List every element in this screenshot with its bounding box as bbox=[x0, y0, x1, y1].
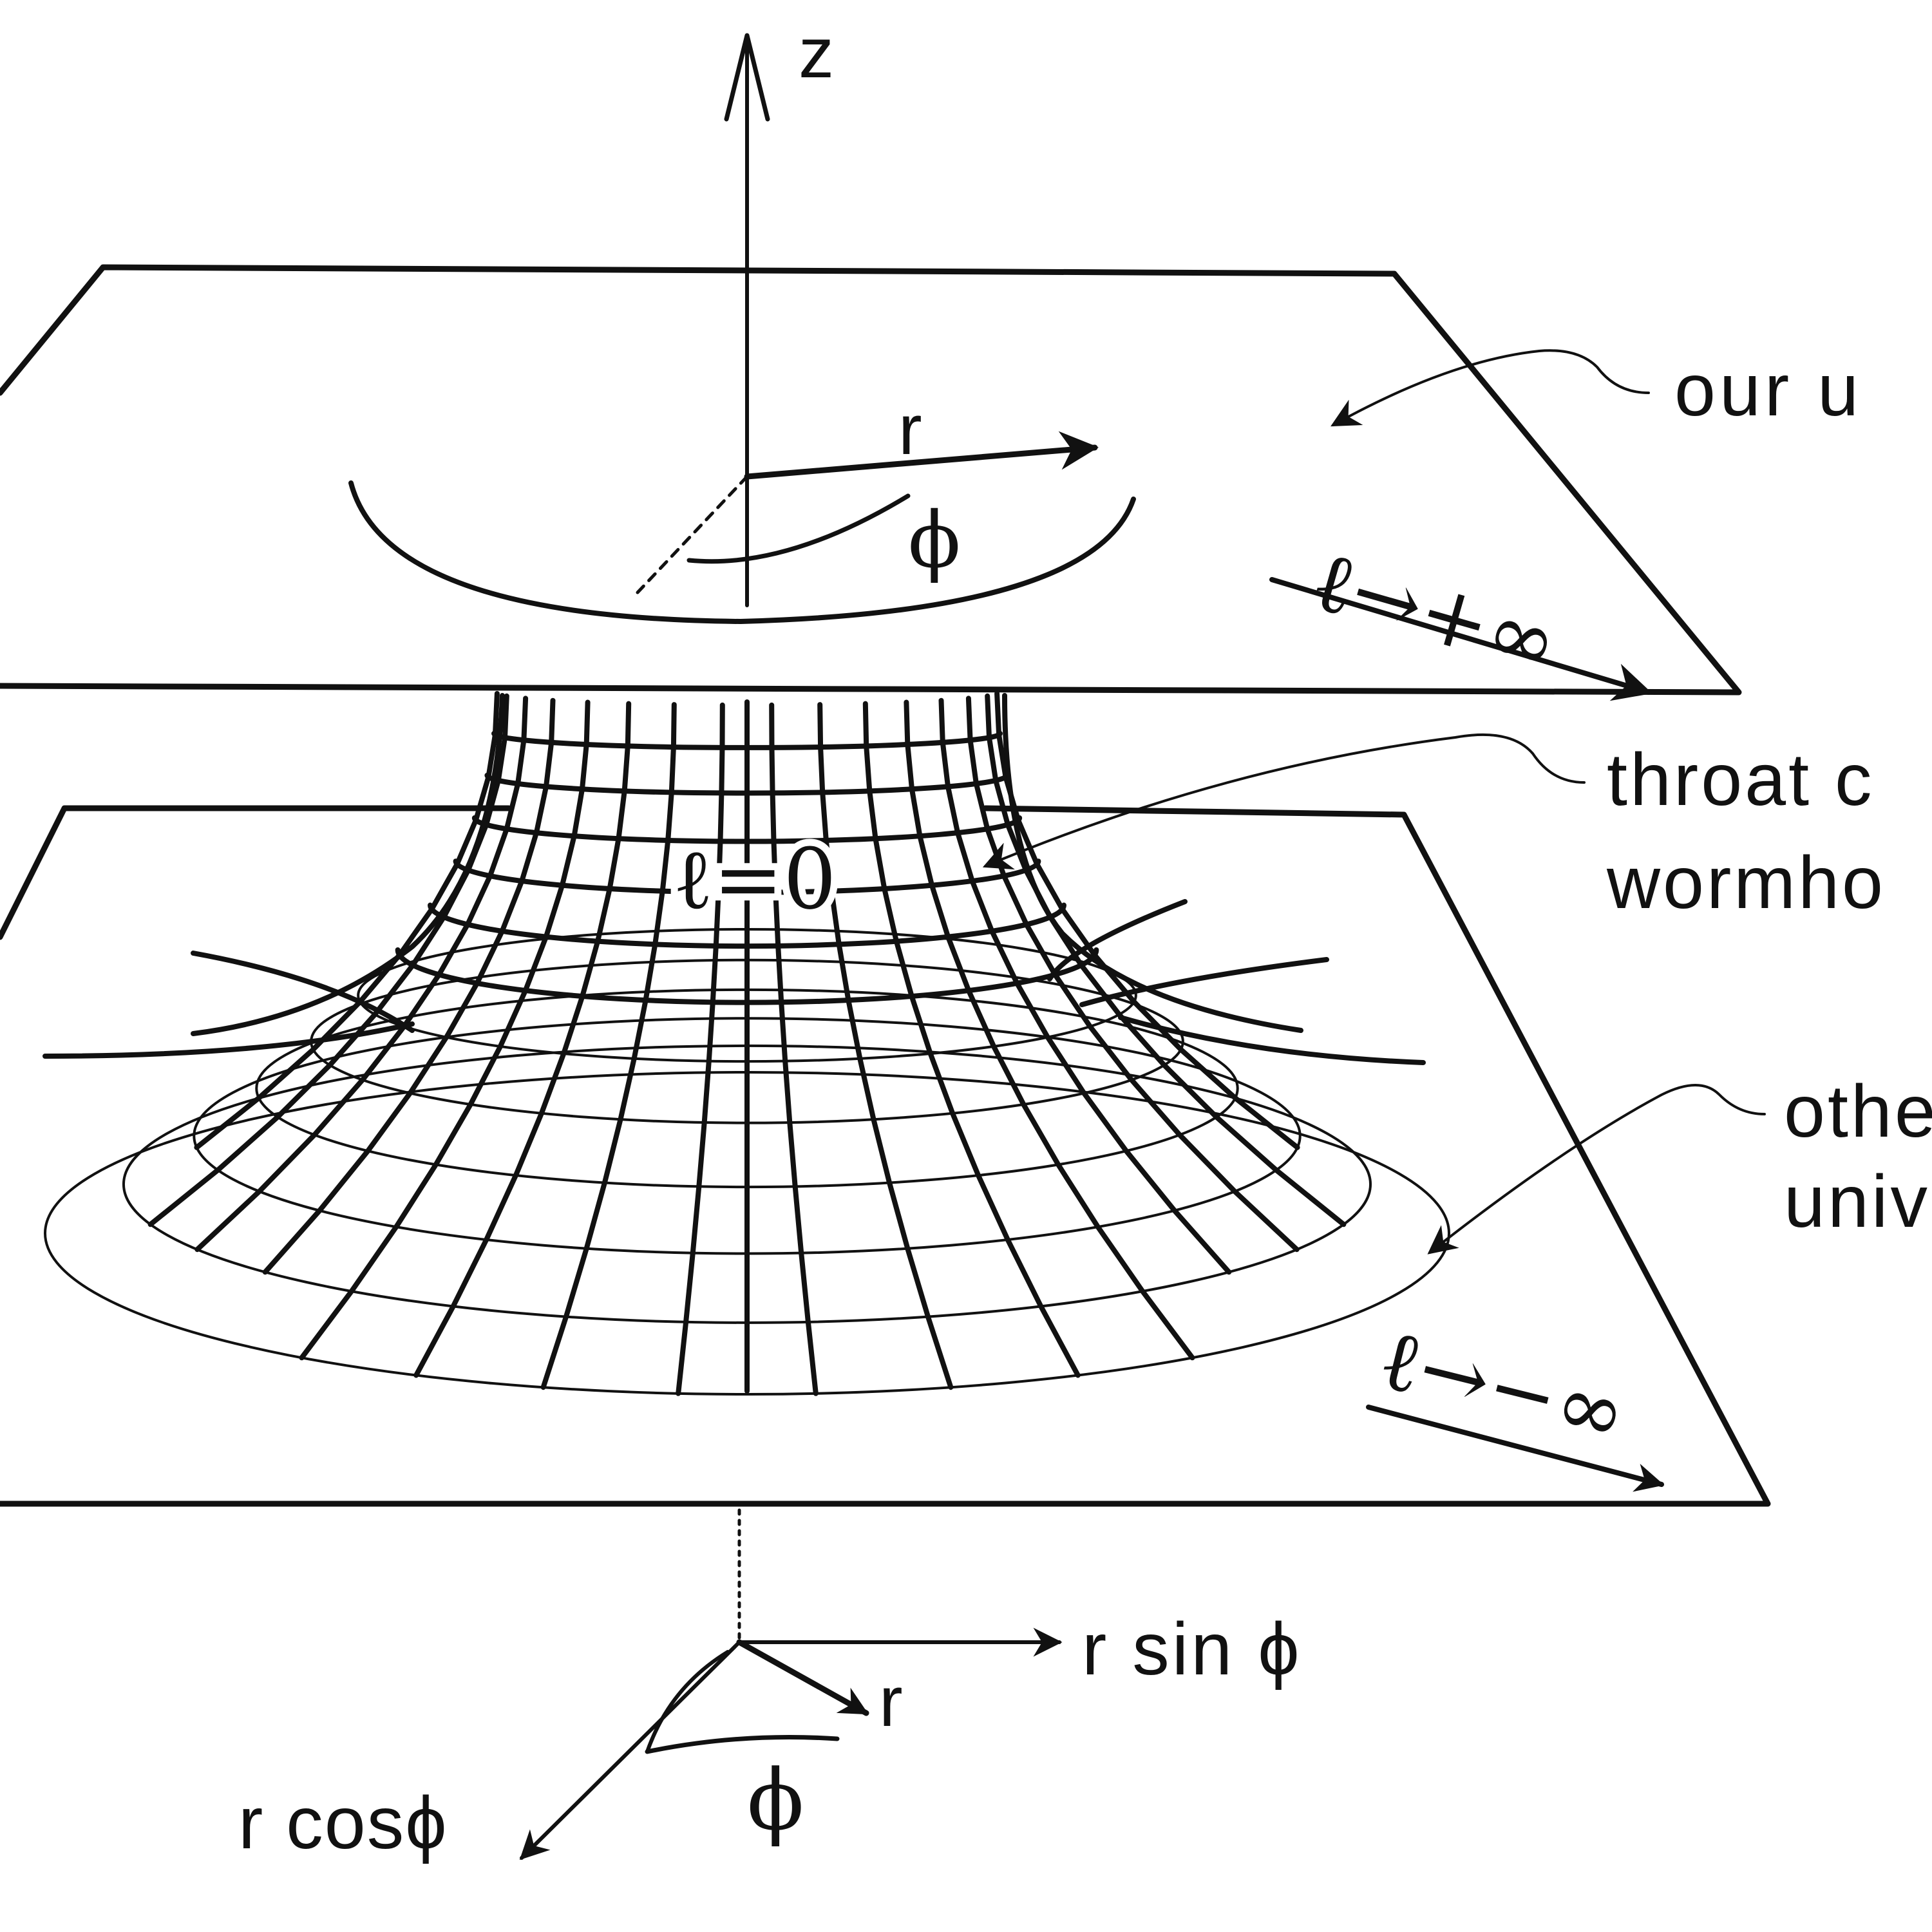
funnel-meridian bbox=[540, 702, 677, 1390]
funnel-meridian bbox=[817, 702, 954, 1390]
funnel-meridian bbox=[904, 699, 1195, 1361]
funnel-meridian bbox=[862, 701, 1081, 1378]
coordinate-system: r sin ϕ r cosϕ r ϕ bbox=[238, 1508, 1302, 1864]
other-universe-label-line2: univ bbox=[1784, 1160, 1930, 1243]
throat-silhouette-left bbox=[191, 693, 505, 1036]
funnel-meridian bbox=[262, 697, 556, 1275]
r-cos-phi-label: r cosϕ bbox=[238, 1782, 448, 1864]
funnel-meridian bbox=[676, 702, 725, 1396]
throat-label-line2: wormho bbox=[1606, 842, 1886, 924]
funnel-tangent-right-3 bbox=[1118, 1015, 1426, 1065]
funnel-meridian bbox=[194, 696, 529, 1253]
upper-limit-label: ℓ→+∞ bbox=[1302, 531, 1569, 694]
lower-plane-outline-right bbox=[0, 805, 1771, 1507]
funnel-meridian bbox=[413, 701, 632, 1378]
upper-r-vector bbox=[744, 431, 1099, 480]
upper-phi-arc bbox=[687, 493, 911, 564]
upper-limit-arrow bbox=[1269, 577, 1653, 701]
z-axis-label: z bbox=[799, 14, 834, 93]
funnel-meridian bbox=[299, 699, 591, 1361]
phi-label-bottom: ϕ bbox=[747, 1751, 804, 1849]
callout-throat: throat c wormho bbox=[982, 733, 1886, 924]
our-universe-label: our u bbox=[1674, 349, 1862, 431]
lower-limit-arrow bbox=[1366, 1405, 1665, 1492]
lower-plane-outline-left bbox=[0, 805, 512, 940]
funnel-meridian bbox=[994, 691, 1300, 1150]
r-label-bottom: r bbox=[879, 1662, 903, 1741]
other-universe-label-line1: othe bbox=[1784, 1070, 1932, 1153]
upper-dashed-line bbox=[636, 475, 749, 594]
upper-plane-outline bbox=[0, 264, 1742, 696]
r-cos-phi-axis bbox=[519, 1640, 741, 1861]
other-universe-leader bbox=[1427, 1084, 1766, 1255]
funnel-tangent-left bbox=[191, 951, 415, 1033]
r-vector-bottom bbox=[736, 1639, 869, 1716]
funnel-meridian bbox=[938, 697, 1232, 1275]
throat-silhouette-right bbox=[1002, 693, 1303, 1033]
funnel-tangent-right-2 bbox=[1079, 957, 1329, 1007]
r-sin-phi-label: r sin ϕ bbox=[1082, 1608, 1302, 1690]
throat-ell-zero-label: ℓ=0 bbox=[673, 830, 837, 928]
upper-plane-circle bbox=[348, 480, 1136, 624]
phi-arc-bottom bbox=[645, 1735, 840, 1754]
upper-plane: r ϕ ℓ→+∞ bbox=[0, 264, 1742, 701]
callout-other-universe: othe univ bbox=[1427, 1070, 1932, 1255]
throat-label-line1: throat c bbox=[1607, 739, 1875, 821]
z-axis: z bbox=[724, 14, 834, 607]
funnel-tangent-left-2 bbox=[43, 1021, 415, 1059]
funnel-tangent-right bbox=[1047, 899, 1188, 981]
funnel-meridian bbox=[147, 693, 509, 1227]
phi-arc-bottom-left bbox=[645, 1650, 730, 1754]
wormhole-funnel bbox=[43, 691, 1450, 1396]
upper-phi-label: ϕ bbox=[908, 496, 961, 585]
upper-r-label: r bbox=[898, 390, 922, 469]
our-universe-leader bbox=[1331, 349, 1650, 427]
funnel-meridian bbox=[985, 693, 1347, 1227]
callout-our-universe: our u bbox=[1331, 349, 1862, 431]
funnel-meridian bbox=[965, 696, 1300, 1253]
funnel-meridian bbox=[194, 691, 500, 1150]
funnel-meridian bbox=[769, 702, 819, 1396]
throat-leader bbox=[982, 733, 1586, 870]
